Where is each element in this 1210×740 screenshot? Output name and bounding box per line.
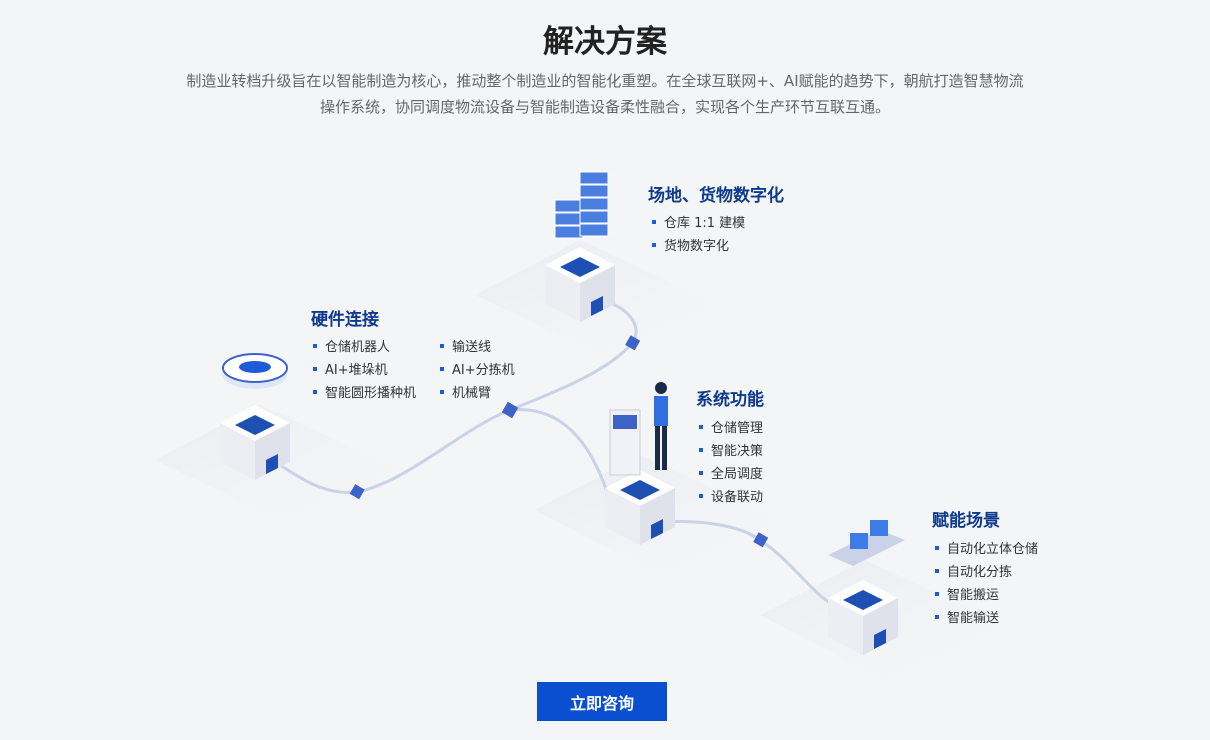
list-item: 仓储机器人 <box>313 336 416 359</box>
list-item: AI+堆垛机 <box>313 359 416 382</box>
list-item: 智能输送 <box>935 607 1038 630</box>
page-description: 制造业转档升级旨在以智能制造为核心，推动整个制造业的智能化重塑。在全球互联网+、… <box>120 68 1090 120</box>
list-item: 智能搬运 <box>935 584 1038 607</box>
list-item: 仓库 1:1 建模 <box>652 212 745 235</box>
description-line: 操作系统，协同调度物流设备与智能制造设备柔性融合，实现各个生产环节互联互通。 <box>319 98 890 116</box>
page-title: 解决方案 <box>543 24 667 60</box>
hardware-list-col2: 输送线 AI+分拣机 机械臂 <box>440 336 515 405</box>
path-nodes <box>349 335 769 548</box>
list-item: AI+分拣机 <box>440 359 515 382</box>
box-system <box>605 382 675 545</box>
section-title-system: 系统功能 <box>696 390 764 410</box>
list-item: 全局调度 <box>699 463 763 486</box>
digitize-list: 仓库 1:1 建模 货物数字化 <box>652 212 745 258</box>
description-line: 制造业转档升级旨在以智能制造为核心，推动整个制造业的智能化重塑。在全球互联网+、… <box>186 72 1024 90</box>
empower-list: 自动化立体仓储 自动化分拣 智能搬运 智能输送 <box>935 538 1038 630</box>
section-title-hardware: 硬件连接 <box>311 310 379 330</box>
section-title-digitize: 场地、货物数字化 <box>648 186 784 206</box>
list-item: 智能决策 <box>699 440 763 463</box>
list-item: 机械臂 <box>440 382 515 405</box>
list-item: 设备联动 <box>699 486 763 509</box>
box-hardware <box>220 353 290 480</box>
list-item: 智能圆形播种机 <box>313 382 416 405</box>
list-item: 仓储管理 <box>699 417 763 440</box>
list-item: 自动化立体仓储 <box>935 538 1038 561</box>
system-list: 仓储管理 智能决策 全局调度 设备联动 <box>699 417 763 509</box>
hardware-list-col1: 仓储机器人 AI+堆垛机 智能圆形播种机 <box>313 336 416 405</box>
box-digitize <box>545 171 615 322</box>
list-item: 货物数字化 <box>652 235 745 258</box>
section-title-empower: 赋能场景 <box>932 511 1000 531</box>
consult-now-button[interactable]: 立即咨询 <box>537 682 667 721</box>
list-item: 输送线 <box>440 336 515 359</box>
box-empower <box>828 520 905 655</box>
list-item: 自动化分拣 <box>935 561 1038 584</box>
